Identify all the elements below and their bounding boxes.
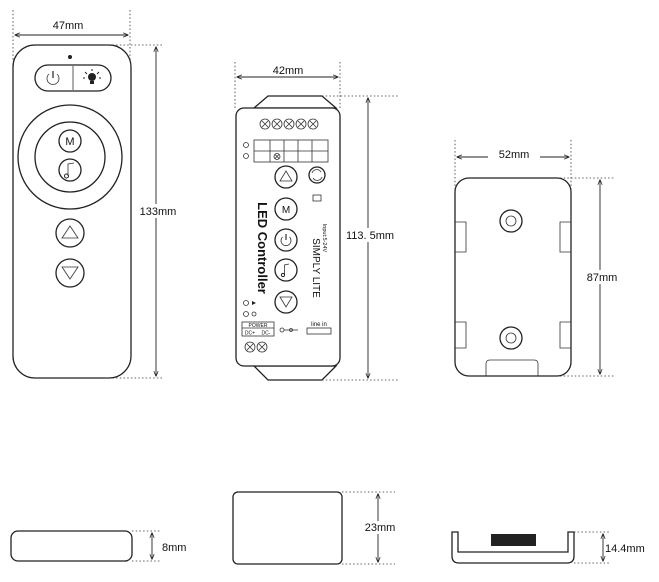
remote-down-button[interactable]: [55, 258, 85, 288]
power-icon: [46, 71, 60, 85]
terminal-block-top: [259, 118, 319, 130]
dc-minus-label: DC-: [262, 331, 271, 337]
dc-plus-label: DC+: [245, 331, 255, 337]
down-triangle-icon: [61, 266, 79, 280]
dc-jack-icon: [279, 327, 298, 333]
controller-width-label: 42mm: [273, 65, 304, 77]
screw-boss-top: [499, 209, 523, 233]
play-small-icon: [252, 301, 256, 305]
remote-height-label: 133mm: [140, 206, 177, 218]
line-in-label: line in: [311, 322, 327, 328]
remote-music-button[interactable]: [58, 158, 82, 182]
controller-music-button[interactable]: [274, 258, 298, 282]
power-label: POWER: [249, 323, 268, 329]
remote-front-view: M: [12, 44, 132, 379]
controller-model-label: SIMPLY LITE: [310, 238, 321, 298]
indicator-led: [243, 311, 249, 317]
rear-view: [454, 177, 572, 377]
remote-wheel-inner: [34, 121, 106, 193]
controller-down-button[interactable]: [274, 290, 298, 314]
bottom-mount-tab: [252, 365, 338, 381]
controller-input-label: Input:5-24V: [321, 224, 327, 253]
remote-height-dim: 133mm: [105, 44, 183, 379]
controller-side-view: 23mm: [232, 491, 397, 565]
controller-height-dim: 113. 5mm: [322, 95, 398, 381]
rear-body: [454, 177, 572, 377]
terminal-label-strip: [243, 139, 329, 163]
rear-thickness-label: 14.4mm: [605, 543, 645, 555]
controller-front-view: M LED Controller SIMPLY LITE Input:5-24V…: [235, 95, 341, 381]
rear-side-view: 14.4mm: [451, 531, 645, 564]
remote-body: [12, 44, 132, 379]
rear-height-label: 87mm: [587, 272, 618, 284]
music-note-icon: [64, 162, 75, 179]
indicator-led: [243, 300, 249, 306]
controller-width-dim: 42mm: [234, 62, 341, 110]
terminal-block-bottom: [244, 341, 268, 353]
up-triangle-icon: [279, 170, 293, 182]
up-triangle-icon: [61, 225, 79, 239]
remote-side-view: 8mm: [10, 530, 186, 562]
down-triangle-icon: [279, 296, 293, 308]
cycle-small-icon: [251, 311, 257, 317]
remote-thickness-label: 8mm: [162, 542, 186, 554]
controller-m-button[interactable]: [274, 197, 298, 221]
remote-width-dim: 47mm: [12, 10, 131, 60]
rear-width-label: 52mm: [499, 149, 530, 161]
rear-height-dim: 87mm: [560, 177, 624, 377]
controller-up-button[interactable]: [274, 165, 298, 189]
remote-led-dot: [68, 55, 72, 59]
power-icon: [280, 234, 292, 246]
remote-up-button[interactable]: [55, 218, 85, 248]
remote-m-label: M: [65, 136, 74, 148]
remote-m-button[interactable]: [58, 129, 82, 153]
rear-clip-block: [491, 534, 536, 546]
rear-width-dim: 52mm: [454, 140, 572, 190]
remote-pair-icon: [312, 194, 322, 202]
screw-boss-bottom: [499, 326, 523, 350]
top-mount-tab: [252, 95, 338, 109]
music-note-icon: [280, 263, 290, 278]
power-box: [241, 321, 275, 337]
remote-width-label: 47mm: [53, 20, 84, 32]
controller-m-label: M: [282, 205, 290, 216]
controller-height-label: 113. 5mm: [346, 230, 394, 242]
controller-brand-label: LED Controller: [255, 202, 270, 294]
line-in-port: [306, 327, 332, 335]
controller-thickness-label: 23mm: [365, 522, 396, 534]
bulb-icon: [83, 69, 101, 84]
